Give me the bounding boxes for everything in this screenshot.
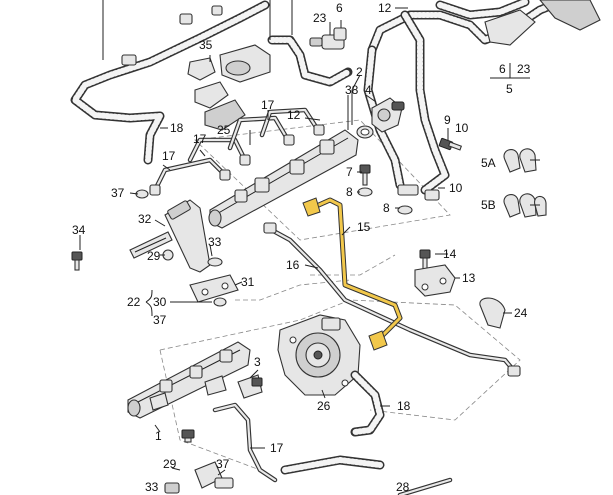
label-28: 28 xyxy=(396,480,410,494)
label-22: 22 xyxy=(127,295,141,309)
label-23-top: 23 xyxy=(313,11,327,25)
label-2: 2 xyxy=(356,65,363,79)
bolt-14 xyxy=(419,249,431,271)
label-30: 30 xyxy=(153,295,167,309)
label-26: 26 xyxy=(317,399,331,413)
label-7: 7 xyxy=(346,165,353,179)
valve-23 xyxy=(309,27,347,50)
label-34: 34 xyxy=(72,223,86,237)
washer-8-upper xyxy=(357,187,373,197)
label-3: 3 xyxy=(254,355,261,369)
bolt-29-lower xyxy=(181,429,195,443)
label-8-upper: 8 xyxy=(346,185,353,199)
connector-lower xyxy=(164,461,234,494)
label-29-upper: 29 xyxy=(147,249,161,263)
label-5a: 5A xyxy=(481,156,496,170)
fuel-return-hose-18 xyxy=(70,0,270,165)
bolt-34 xyxy=(71,251,83,271)
high-pressure-pump-26 xyxy=(277,314,361,396)
label-10-mid: 10 xyxy=(449,181,463,195)
label-6-top: 6 xyxy=(336,1,343,15)
injector-32 xyxy=(129,199,211,273)
seal-30 xyxy=(213,297,227,307)
clip-5b xyxy=(503,193,547,218)
vacuum-hose xyxy=(267,35,353,87)
connector-10 xyxy=(397,184,440,201)
label-35: 35 xyxy=(199,38,213,52)
clip-24 xyxy=(479,297,506,329)
clip-5a xyxy=(503,148,537,173)
label-25: 25 xyxy=(217,123,231,137)
high-pressure-pipe-16 xyxy=(263,222,521,377)
label-37-mid: 37 xyxy=(153,313,167,327)
label-17-mid: 17 xyxy=(193,132,207,146)
label-17-lower: 17 xyxy=(270,441,284,455)
label-15: 15 xyxy=(357,220,371,234)
label-12-mid: 12 xyxy=(287,108,301,122)
label-31: 31 xyxy=(241,275,255,289)
label-32: 32 xyxy=(138,212,152,226)
high-pressure-pipe-15 xyxy=(302,197,403,351)
fuel-rail-lower xyxy=(127,341,251,419)
label-16: 16 xyxy=(286,258,300,272)
label-10-top: 10 xyxy=(455,121,469,135)
pressure-regulator-3 xyxy=(237,374,263,399)
label-13: 13 xyxy=(462,271,476,285)
leader-lines xyxy=(79,0,540,476)
label-37-lower: 37 xyxy=(216,457,230,471)
hose-lower-right xyxy=(280,455,453,495)
washer-33-upper xyxy=(207,257,223,267)
label-4: 4 xyxy=(365,83,372,97)
bolt-9 xyxy=(438,137,463,151)
label-14: 14 xyxy=(443,247,457,261)
injector-pipes-17 xyxy=(149,107,325,196)
washer-8-lower xyxy=(397,205,413,215)
label-37-left: 37 xyxy=(111,186,125,200)
label-8-lower: 8 xyxy=(383,201,390,215)
fuel-rail-upper xyxy=(208,129,359,229)
seal-ring-38 xyxy=(356,125,374,139)
label-38: 38 xyxy=(345,83,359,97)
label-33-lower: 33 xyxy=(145,480,159,494)
position-labels: 35 23 6 12 6 23 5 2 38 4 17 12 18 25 17 … xyxy=(72,1,531,494)
bolt-7 xyxy=(359,164,371,186)
label-17-top: 17 xyxy=(261,98,275,112)
pipe-17-lower xyxy=(212,402,278,483)
label-18-lower: 18 xyxy=(397,399,411,413)
fuel-hose-assembly-5 xyxy=(363,0,601,195)
label-1: 1 xyxy=(155,429,162,443)
label-5: 5 xyxy=(506,82,513,96)
valve-35 xyxy=(187,44,271,131)
label-5b: 5B xyxy=(481,198,496,212)
bracket-13 xyxy=(414,264,456,297)
clamp-31 xyxy=(189,274,239,303)
label-6-right: 6 xyxy=(499,62,506,76)
return-hose-18-lower xyxy=(350,370,385,437)
hose-connector-top xyxy=(121,5,223,66)
label-29-lower: 29 xyxy=(163,457,177,471)
pressure-sensor-4 xyxy=(371,97,405,133)
label-24: 24 xyxy=(514,306,528,320)
label-9: 9 xyxy=(444,113,451,127)
label-33-upper: 33 xyxy=(208,235,222,249)
label-23-right: 23 xyxy=(517,62,531,76)
label-12-top: 12 xyxy=(378,1,392,15)
label-18-top: 18 xyxy=(170,121,184,135)
label-17-left: 17 xyxy=(162,149,176,163)
